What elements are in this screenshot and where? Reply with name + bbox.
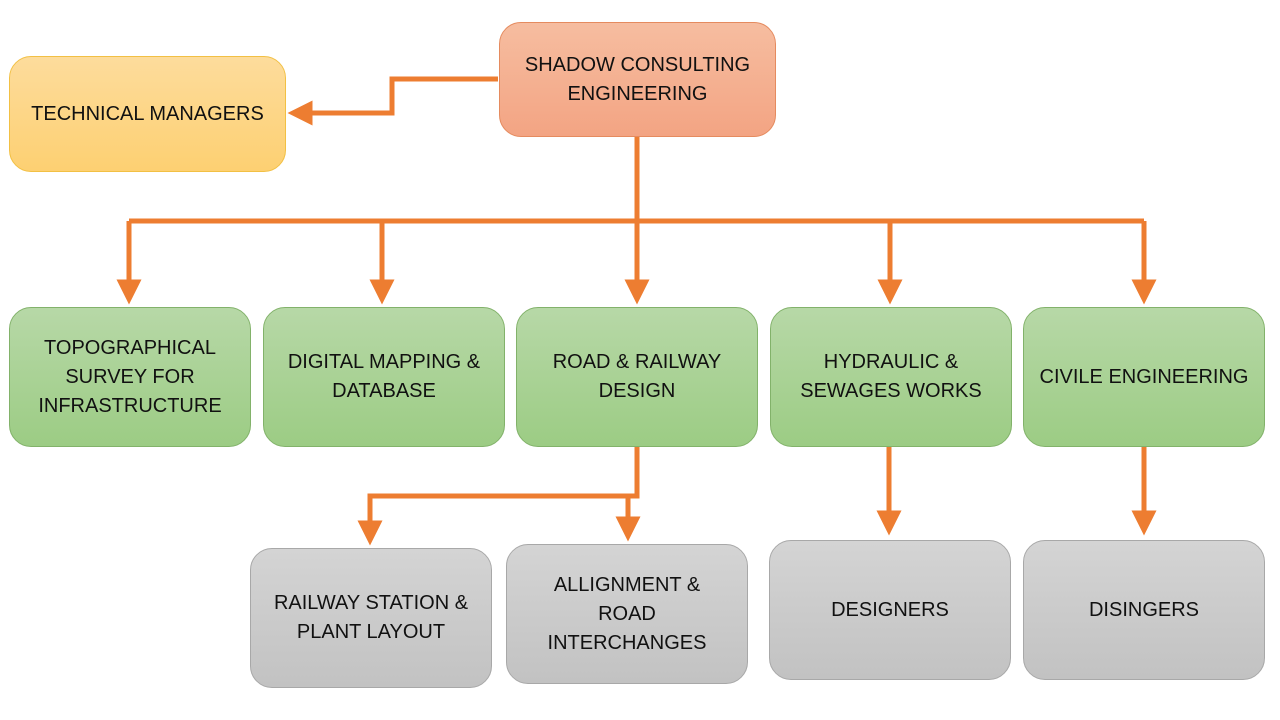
node-hydraulic-sewages-works: HYDRAULIC & SEWAGES WORKS (770, 307, 1012, 447)
node-civile-engineering: CIVILE ENGINEERING (1023, 307, 1265, 447)
node-railway-station-plant-layout: RAILWAY STATION & PLANT LAYOUT (250, 548, 492, 688)
connector-root-to-technical-managers (287, 76, 498, 126)
node-road-railway-design: ROAD & RAILWAY DESIGN (516, 307, 758, 447)
node-technical-managers: TECHNICAL MANAGERS (9, 56, 286, 172)
node-allignment-road-interchanges: ALLIGNMENT & ROAD INTERCHANGES (506, 544, 748, 684)
connector-road-railway-down (357, 447, 640, 546)
node-disingers: DISINGERS (1023, 540, 1265, 680)
node-designers: DESIGNERS (769, 540, 1011, 680)
node-digital-mapping-database: DIGITAL MAPPING & DATABASE (263, 307, 505, 447)
node-shadow-consulting-engineering: SHADOW CONSULTING ENGINEERING (499, 22, 776, 137)
node-topographical-survey: TOPOGRAPHICAL SURVEY FOR INFRASTRUCTURE (9, 307, 251, 447)
